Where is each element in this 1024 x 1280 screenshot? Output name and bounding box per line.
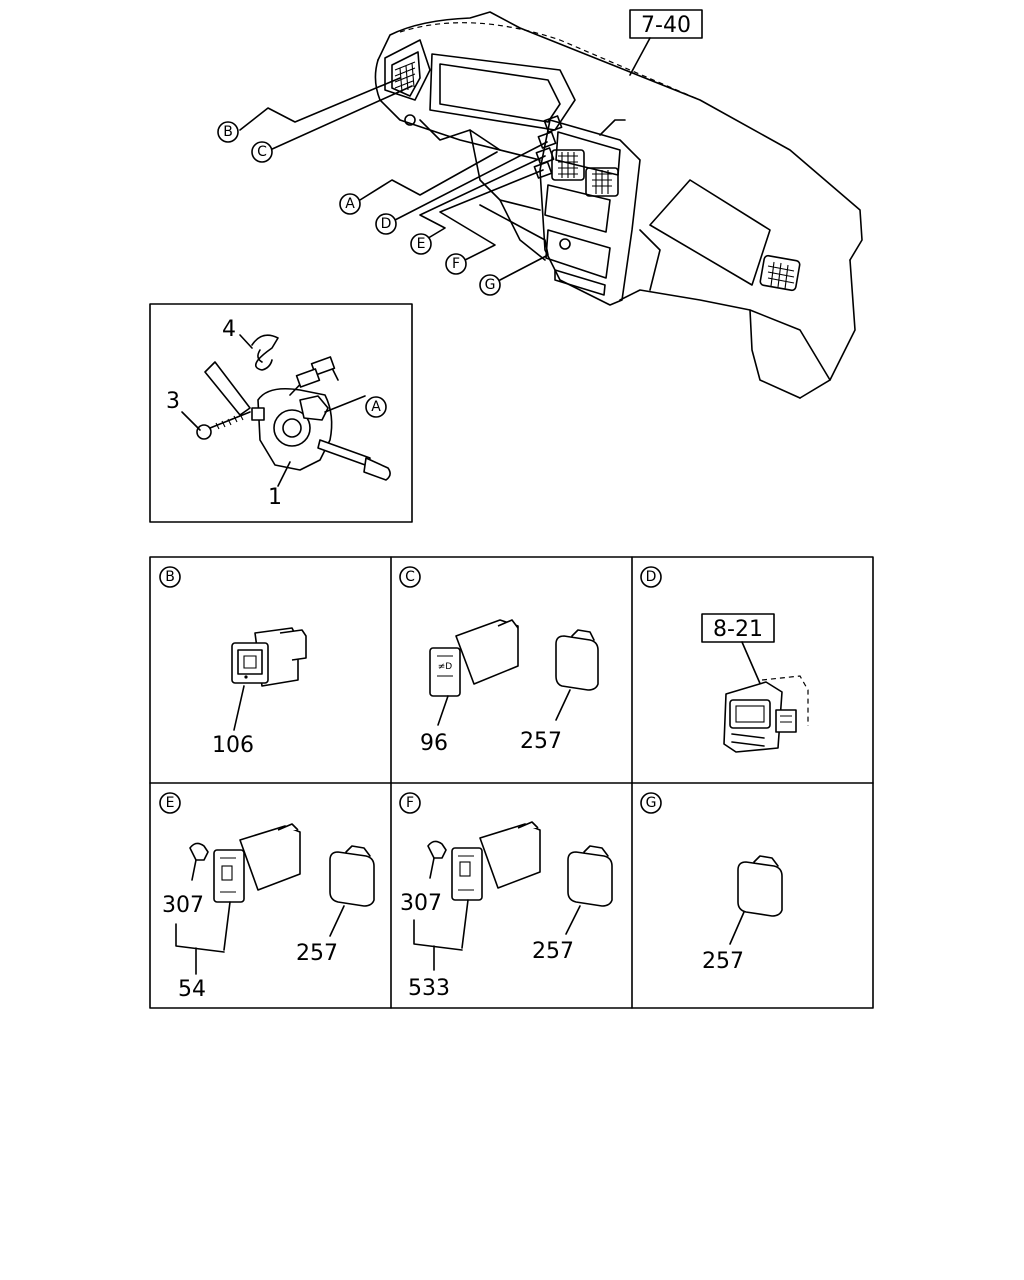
panel-B-part-106: 106 bbox=[212, 733, 254, 758]
panels-grid bbox=[149, 556, 874, 1009]
part-label-4: 4 bbox=[222, 317, 236, 342]
panel-C-callout: C bbox=[405, 569, 415, 585]
panel-F: F 307 533 257 bbox=[399, 792, 613, 1001]
panel-E: E 307 54 257 bbox=[159, 792, 375, 1002]
panel-E-part-54: 54 bbox=[178, 977, 206, 1002]
panel-E-part-257: 257 bbox=[296, 941, 338, 966]
panel-F-part-533: 533 bbox=[408, 976, 450, 1001]
inset-callout-A: A bbox=[371, 399, 381, 415]
panel-D-callout: D bbox=[646, 569, 657, 585]
svg-text:D: D bbox=[381, 216, 392, 232]
svg-text:C: C bbox=[257, 144, 267, 160]
callout-leaders bbox=[239, 77, 549, 281]
panel-F-part-257: 257 bbox=[532, 939, 574, 964]
detail-inset-combination-switch: 4 3 A 1 bbox=[149, 303, 413, 523]
panel-E-callout: E bbox=[166, 795, 175, 811]
svg-text:F: F bbox=[452, 256, 460, 272]
svg-text:E: E bbox=[417, 236, 426, 252]
callout-A: A bbox=[339, 193, 361, 215]
reference-8-21-label: 8-21 bbox=[713, 617, 763, 642]
panel-E-part-307: 307 bbox=[162, 893, 204, 918]
callout-F: F bbox=[445, 253, 467, 275]
panel-D: D 8-21 bbox=[640, 566, 809, 753]
panel-G-part-257: 257 bbox=[702, 949, 744, 974]
panel-F-callout: F bbox=[406, 795, 414, 811]
callout-C: C bbox=[251, 141, 273, 163]
panel-C-part-96: 96 bbox=[420, 731, 448, 756]
callout-G: G bbox=[479, 274, 501, 296]
callout-E: E bbox=[410, 233, 432, 255]
panel-C: C ≠D 96 257 bbox=[399, 566, 599, 756]
svg-text:A: A bbox=[345, 196, 355, 212]
part-label-3: 3 bbox=[166, 389, 180, 414]
reference-7-40-label: 7-40 bbox=[641, 13, 691, 38]
panel-B: B 106 bbox=[159, 566, 307, 758]
panel-B-callout: B bbox=[165, 569, 175, 585]
callout-D: D bbox=[375, 213, 397, 235]
panel-G-callout: G bbox=[646, 795, 657, 811]
svg-text:G: G bbox=[485, 277, 496, 293]
panel-F-part-307: 307 bbox=[400, 891, 442, 916]
panel-G: G 257 bbox=[640, 792, 783, 974]
svg-text:B: B bbox=[223, 124, 233, 140]
callout-B: B bbox=[217, 121, 239, 143]
svg-text:≠D: ≠D bbox=[438, 662, 453, 672]
dashboard-illustration bbox=[374, 11, 863, 399]
part-label-1: 1 bbox=[268, 485, 282, 510]
panel-C-part-257: 257 bbox=[520, 729, 562, 754]
reference-box-7-40: 7-40 bbox=[629, 9, 703, 76]
